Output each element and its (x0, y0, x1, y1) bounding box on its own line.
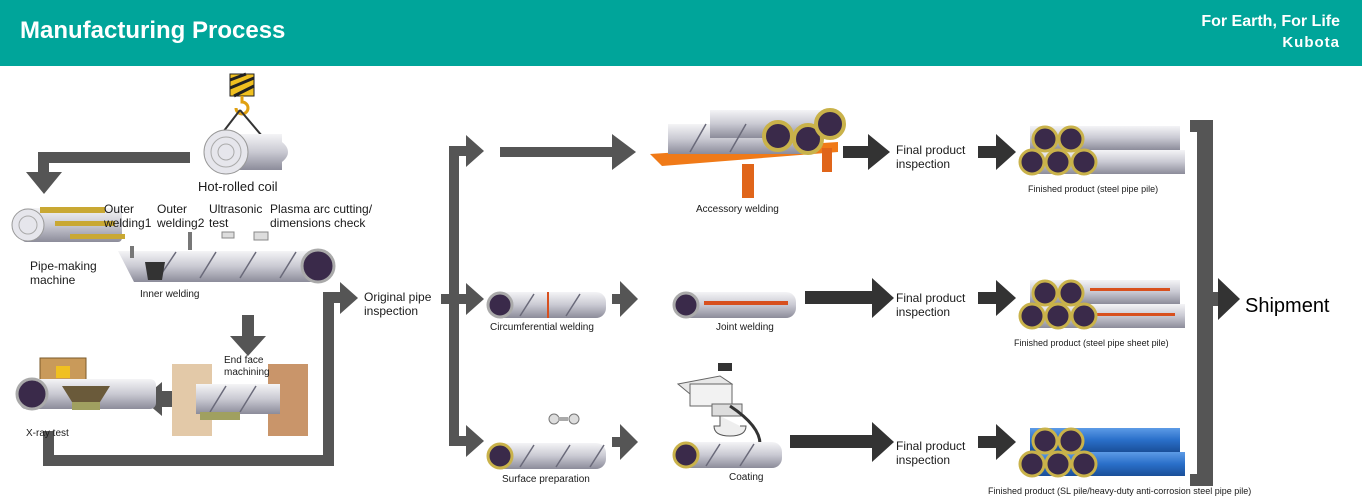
end-face-machining-illustration (172, 364, 308, 436)
circumferential-welding-illustration (486, 291, 606, 319)
label-final-inspection-2: Final product inspection (896, 291, 966, 319)
arrow-bot-stem (449, 436, 469, 446)
label-coating: Coating (729, 472, 764, 483)
arrow-fin2-head (996, 280, 1016, 316)
shipment-bracket (1197, 120, 1213, 486)
arrow-bottom-line (43, 455, 333, 466)
arrow-fin3-head (996, 424, 1016, 460)
slogan: For Earth, For Life (1201, 13, 1340, 30)
arrow-top-long-head (612, 134, 636, 170)
label-pipe-making-machine: Pipe-making machine (30, 259, 97, 287)
finished-sl-pile-illustration (1018, 427, 1185, 478)
label-final-inspection-1: Final product inspection (896, 143, 966, 171)
xray-test-illustration (15, 357, 156, 411)
arrow-coil-head (26, 172, 62, 194)
label-inner-welding: Inner welding (140, 289, 200, 300)
arrow-xray-down (43, 431, 54, 466)
bracket-top (1190, 120, 1213, 132)
label-original-pipe-inspection: Original pipe inspection (364, 290, 432, 318)
label-ultrasonic-test: Ultrasonic test (209, 202, 263, 230)
shipment-stem (1213, 292, 1221, 306)
label-xray-test: X-ray test (26, 428, 69, 439)
arrow-bot-head (466, 425, 484, 457)
arrow-mid-stem (449, 294, 469, 304)
arrow-top-long (500, 147, 615, 157)
surface-preparation-illustration (486, 413, 606, 470)
coating-illustration (672, 363, 782, 469)
label-finished-pipe-pile: Finished product (steel pipe pile) (1028, 184, 1159, 194)
arrow-mid-head (466, 283, 484, 315)
label-shipment: Shipment (1245, 295, 1330, 317)
arrow-inspection-head (340, 282, 358, 314)
label-joint-welding: Joint welding (716, 322, 774, 333)
label-hot-rolled-coil: Hot-rolled coil (198, 179, 278, 194)
arrow-acc-stem (843, 146, 875, 158)
label-plasma-cutting: Plasma arc cutting/ dimensions check (270, 202, 373, 230)
arrow-joint-stem (805, 291, 875, 304)
label-final-inspection-3: Final product inspection (896, 439, 966, 467)
arrow-coil-down (38, 152, 49, 174)
pipe-making-machine-illustration (11, 207, 336, 284)
arrow-fin2-stem (978, 292, 1000, 304)
header-bar: Manufacturing Process For Earth, For Lif… (0, 0, 1362, 66)
shipment-head (1218, 278, 1240, 320)
label-accessory-welding: Accessory welding (696, 204, 779, 215)
arrow-top-head (466, 135, 484, 167)
flow-arrows (26, 120, 1240, 486)
kubota-logo: Kubota (1282, 34, 1340, 51)
arrow-down-stem (242, 315, 254, 337)
arrow-to-inspection (323, 292, 343, 303)
arrow-surf-head (620, 424, 638, 460)
bracket-bottom (1190, 474, 1213, 486)
arrow-top-stem (449, 146, 469, 156)
label-surface-preparation: Surface preparation (502, 474, 590, 485)
arrow-fin1-head (996, 134, 1016, 170)
label-outer-welding1: Outer welding1 (104, 202, 152, 230)
arrow-coat-head (872, 422, 894, 462)
arrow-fin3-stem (978, 436, 1000, 448)
label-finished-sheet-pile: Finished product (steel pipe sheet pile) (1014, 338, 1169, 348)
arrow-fin1-stem (978, 146, 1000, 158)
label-circumferential-welding: Circumferential welding (490, 322, 594, 333)
arrow-up-line (323, 302, 334, 466)
arrow-circ-head (620, 281, 638, 317)
process-diagram (11, 72, 1240, 486)
label-end-face-machining: End face machining (224, 355, 270, 378)
accessory-welding-illustration (650, 108, 846, 198)
arrow-coat-stem (790, 435, 874, 448)
arrow-left-stem (160, 391, 172, 407)
finished-pipe-pile-illustration (1018, 125, 1185, 176)
hot-rolled-coil-illustration (203, 72, 288, 175)
arrow-down-head (230, 336, 266, 356)
arrow-circ-stem (612, 294, 624, 304)
joint-welding-illustration (672, 291, 796, 319)
arrow-joint-head (872, 278, 894, 318)
label-finished-sl-pile: Finished product (SL pile/heavy-duty ant… (988, 486, 1252, 496)
finished-sheet-pile-illustration (1018, 279, 1185, 330)
label-outer-welding2: Outer welding2 (157, 202, 205, 230)
arrow-coil-line (38, 152, 190, 163)
page-title: Manufacturing Process (20, 17, 286, 44)
arrow-surf-stem (612, 437, 624, 447)
arrow-acc-head (868, 134, 890, 170)
